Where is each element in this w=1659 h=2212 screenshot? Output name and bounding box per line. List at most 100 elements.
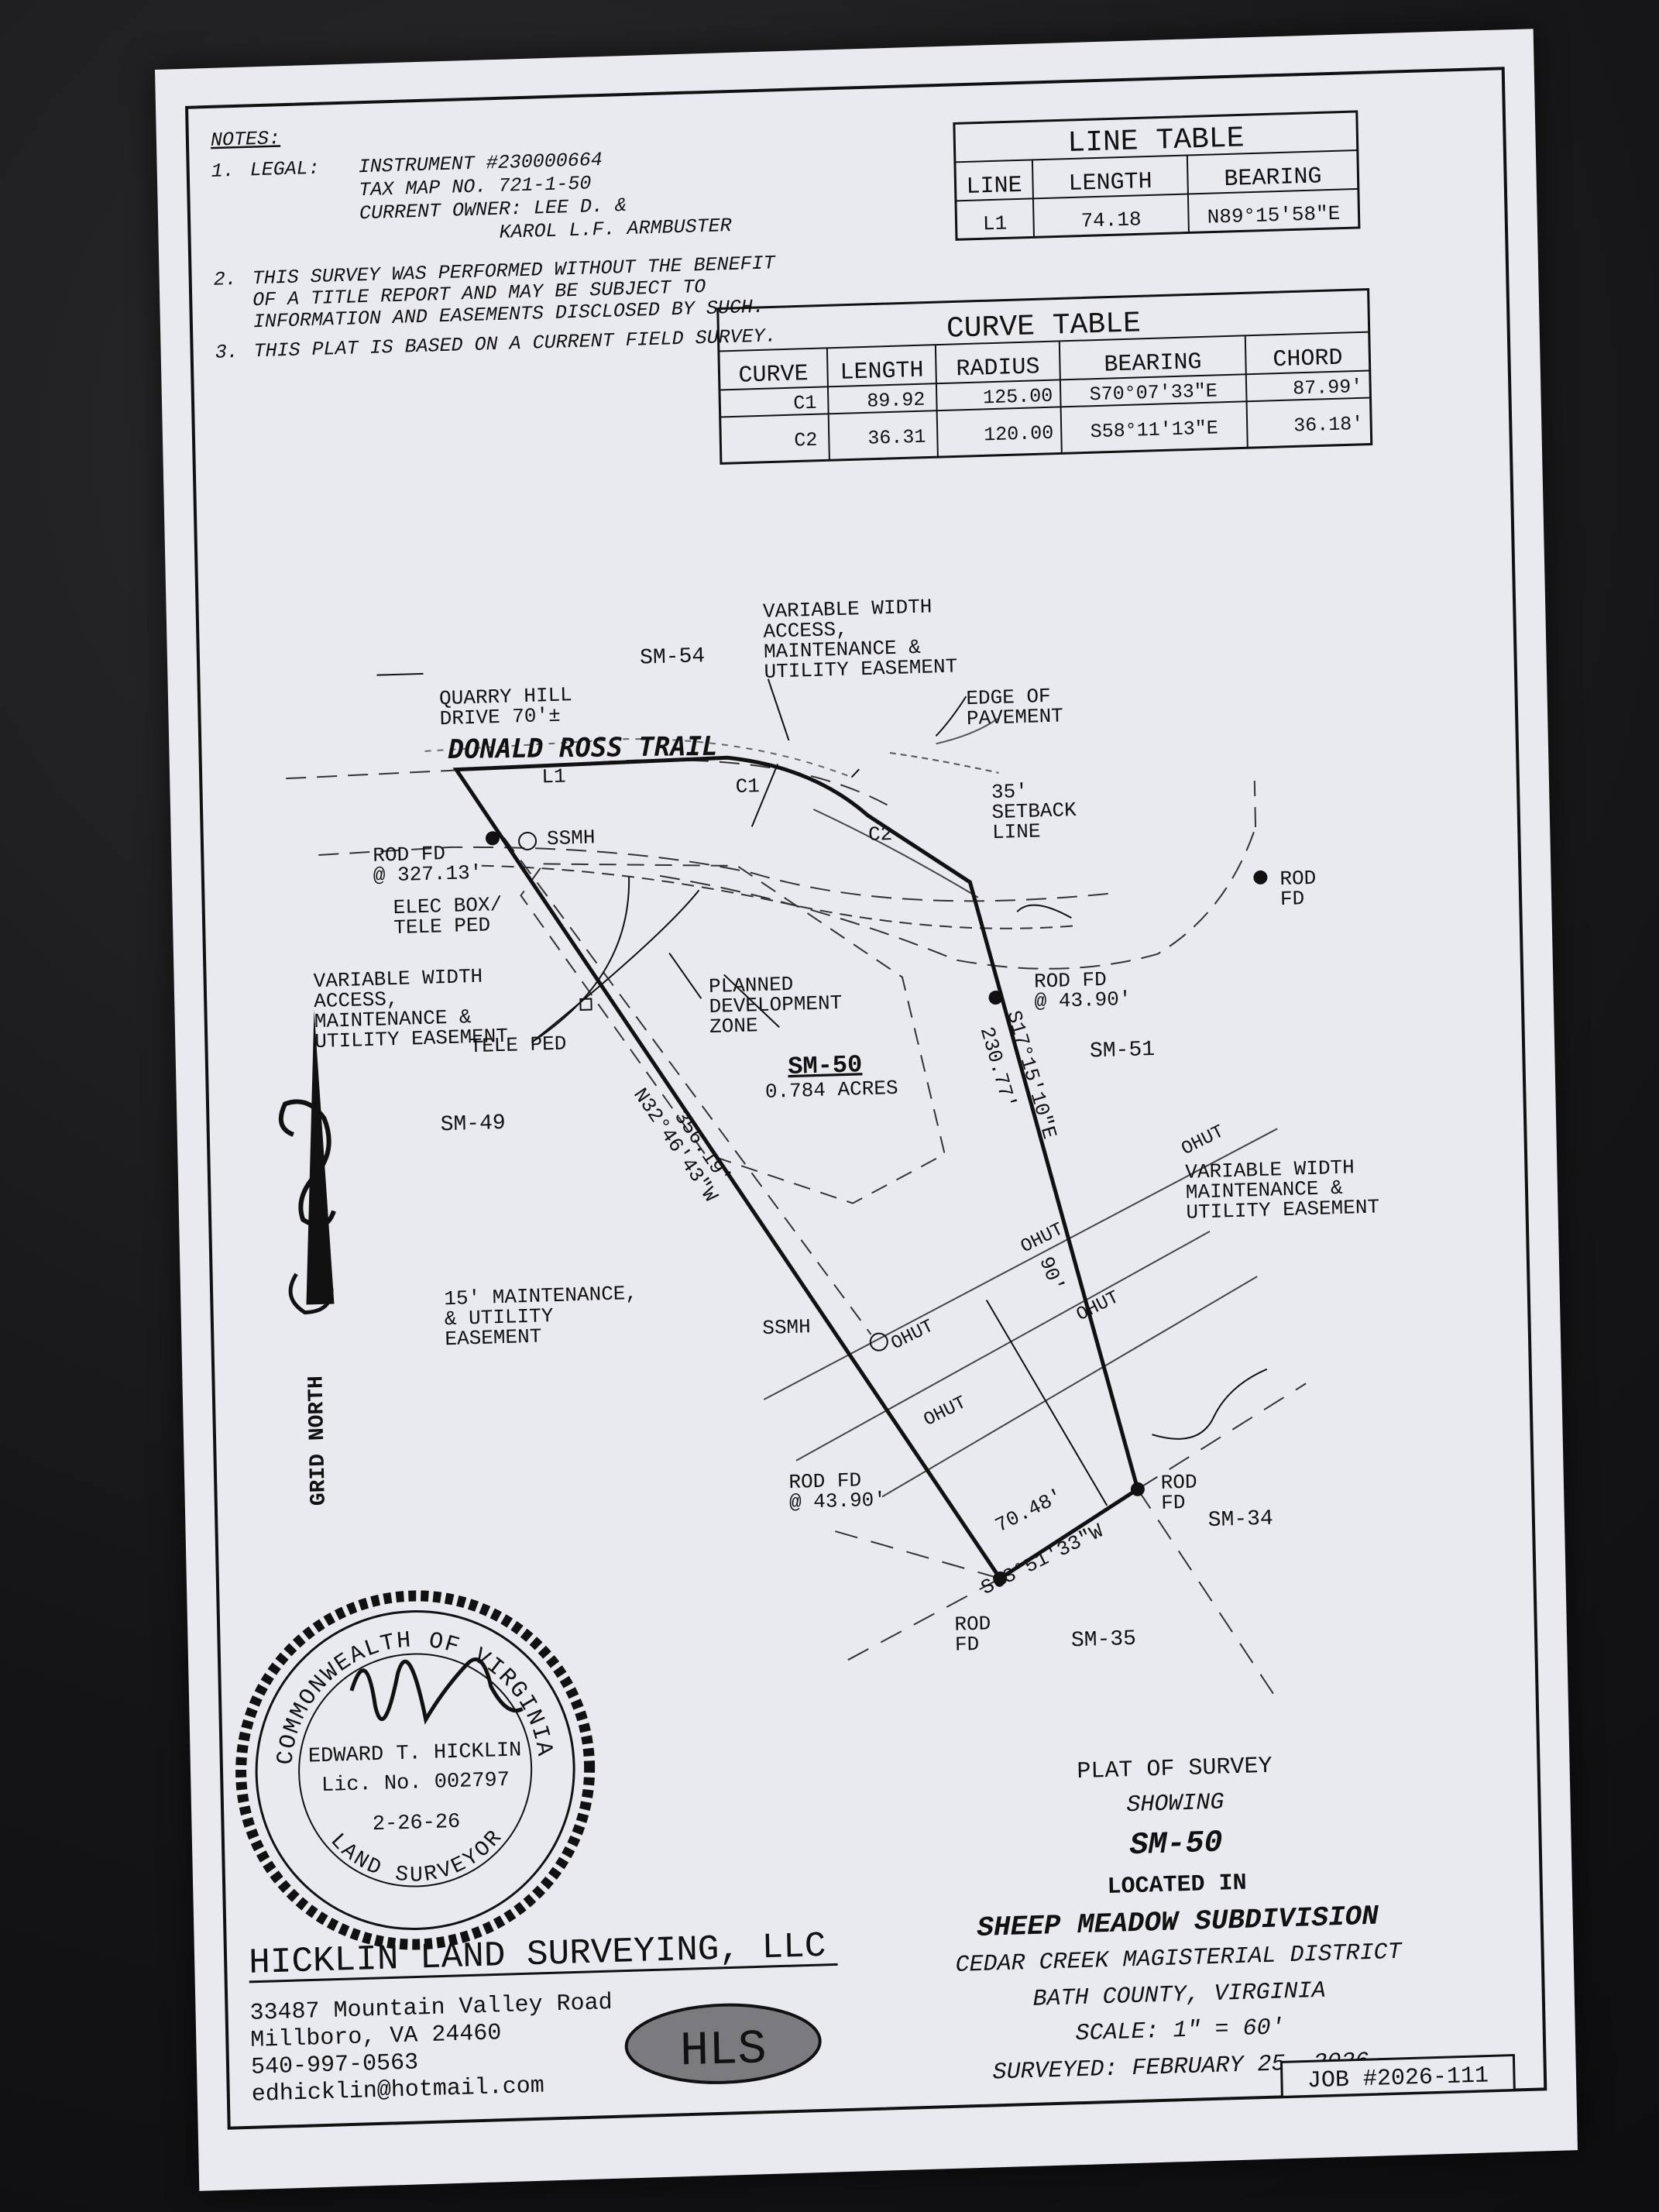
rod-fd-s-label: FD (955, 1633, 980, 1657)
road-name: DONALD ROSS TRAIL (448, 731, 718, 765)
title-line-5: SHEEP MEADOW SUBDIVISION (977, 1901, 1379, 1944)
company-name: HICKLIN LAND SURVEYING, LLC (249, 1926, 826, 1984)
job-box: JOB #2026-111 (1279, 2053, 1516, 2098)
curve-table-cell: 120.00 (984, 422, 1054, 447)
rod-fd-4390-right-label: ROD FD (1034, 968, 1107, 994)
title-block: PLAT OF SURVEY SHOWING SM-50 LOCATED IN … (955, 1753, 1403, 2087)
easement-right-label: MAINTENANCE & (1186, 1176, 1344, 1204)
planned-zone-label: PLANNED (709, 973, 794, 998)
line-table: LINE TABLE LINE LENGTH BEARING L1 74.18 … (953, 110, 1361, 241)
curve-table-cell: C2 (794, 429, 818, 452)
easement-top-label: VARIABLE WIDTH (763, 595, 933, 623)
sheet-border (184, 67, 1547, 2130)
survey-plat-paper: NOTES: 1. LEGAL: INSTRUMENT #230000664 T… (155, 29, 1578, 2191)
title-line-3: SM-50 (1129, 1826, 1223, 1864)
maint15-label: 15' MAINTENANCE, (444, 1282, 637, 1310)
rod-fd-327-label: ROD FD (373, 842, 445, 867)
curve-table-cell: S70°07'33"E (1089, 380, 1218, 406)
ohut-label: OHUT (1178, 1121, 1228, 1160)
rod-fd-right-label: FD (1280, 887, 1305, 911)
elec-box-label: TELE PED (393, 913, 490, 939)
line-table-cell: N89°15'58"E (1207, 202, 1340, 229)
note-2-number: 2. (213, 268, 237, 291)
tele-ped-symbol (579, 998, 592, 1011)
quarry-hill-label: QUARRY HILL (439, 683, 572, 710)
notes-block: NOTES: 1. LEGAL: INSTRUMENT #230000664 T… (211, 127, 777, 364)
c1-label: C1 (735, 775, 760, 799)
ohut-label: OHUT (921, 1393, 970, 1431)
company-address: 33487 Mountain Valley Road (249, 1990, 613, 2027)
setback-label: SETBACK (991, 799, 1077, 824)
plat-drawing: NOTES: 1. LEGAL: INSTRUMENT #230000664 T… (184, 67, 1547, 2130)
easement-left-label: VARIABLE WIDTH (313, 965, 483, 993)
curve-table-header: RADIUS (956, 354, 1040, 383)
line-table-cell: 74.18 (1080, 208, 1142, 232)
curve-table-cell: S58°11'13"E (1090, 417, 1218, 443)
l1-label: L1 (541, 764, 566, 788)
setback-label: LINE (992, 819, 1041, 844)
quarry-hill-label: DRIVE 70'± (439, 704, 561, 731)
surveyor-seal: COMMONWEALTH OF VIRGINIA LAND SURVEYOR E… (235, 1590, 596, 1950)
curve-table: CURVE TABLE CURVE LENGTH RADIUS BEARING … (716, 288, 1373, 465)
curve-table-header: BEARING (1104, 349, 1202, 379)
notes-heading: NOTES: (211, 127, 281, 152)
curve-table-cell: 87.99' (1293, 376, 1363, 400)
line-table-cell: L1 (983, 211, 1008, 235)
planned-development-zone (520, 863, 946, 1204)
rod-fd-se-label: FD (1161, 1491, 1186, 1515)
easement-right-label: VARIABLE WIDTH (1185, 1156, 1355, 1183)
rod-fd-se-label: ROD (1160, 1470, 1197, 1494)
title-line-1: PLAT OF SURVEY (1077, 1753, 1273, 1785)
curve-table-cell: 125.00 (983, 385, 1053, 410)
rod-markers (485, 831, 1268, 1586)
curve-table-title: CURVE TABLE (946, 307, 1142, 345)
rod-fd-4390-bottom-label: @ 43.90' (789, 1488, 886, 1514)
north-arrow: GRID NORTH (278, 1010, 336, 1506)
line-table-header: BEARING (1224, 163, 1322, 193)
easement-left-label: UTILITY EASEMENT (314, 1025, 508, 1053)
edge-pavement-label: EDGE OF (966, 685, 1051, 710)
signature (349, 1657, 524, 1725)
note-1-label: LEGAL: (249, 157, 320, 182)
grid-north-label: GRID NORTH (304, 1376, 331, 1506)
planned-zone-label: ZONE (709, 1014, 758, 1039)
hls-logo-text: HLS (679, 2021, 767, 2079)
leader-lines (376, 672, 1268, 1506)
dim-90-label: 90' (1034, 1253, 1069, 1296)
line-table-title: LINE TABLE (1067, 122, 1245, 160)
title-line-8: SCALE: 1" = 60' (1075, 2014, 1285, 2047)
seal-license: Lic. No. 002797 (321, 1769, 510, 1798)
road-lines (286, 718, 1257, 970)
note-1-number: 1. (211, 160, 235, 183)
parcel-sm35: SM-35 (1071, 1627, 1137, 1653)
tele-ped-label: TELE PED (469, 1032, 566, 1059)
planned-zone-label: DEVELOPMENT (709, 991, 842, 1018)
curve-table-cell: 36.18' (1293, 413, 1364, 438)
parcel-sm49: SM-49 (440, 1111, 506, 1137)
seal-date: 2-26-26 (373, 1811, 461, 1836)
rod-fd-s-label: ROD (954, 1612, 991, 1636)
curve-table-cell: 36.31 (867, 426, 926, 450)
easement-top-label: MAINTENANCE & (764, 636, 922, 664)
elec-box-label: ELEC BOX/ (393, 893, 502, 919)
title-line-7: BATH COUNTY, VIRGINIA (1032, 1978, 1326, 2013)
setback-label: 35' (991, 780, 1028, 804)
edge-pavement-label: PAVEMENT (967, 704, 1063, 730)
adjacent-property-lines (828, 1382, 1307, 1695)
curve-table-header: CHORD (1273, 345, 1343, 374)
easement-left-label: MAINTENANCE & (314, 1005, 472, 1033)
south-length: 70.48' (991, 1484, 1066, 1537)
c2-label: C2 (868, 823, 893, 847)
parcel-sm54: SM-54 (640, 644, 706, 670)
lot-name: SM-50 (788, 1050, 863, 1081)
title-line-6: CEDAR CREEK MAGISTERIAL DISTRICT (955, 1939, 1403, 1979)
parcel-sm34: SM-34 (1207, 1507, 1273, 1533)
lot-area: 0.784 ACRES (765, 1077, 898, 1104)
ssmh-top-label: SSMH (547, 826, 596, 850)
hls-logo (624, 2003, 822, 2084)
company-phone: 540-997-0563 (251, 2049, 419, 2080)
job-number: JOB #2026-111 (1307, 2063, 1489, 2094)
maint15-label: & UTILITY (445, 1304, 554, 1331)
easement-top-label: UTILITY EASEMENT (764, 654, 957, 683)
ssmh-bottom-label: SSMH (762, 1315, 811, 1340)
